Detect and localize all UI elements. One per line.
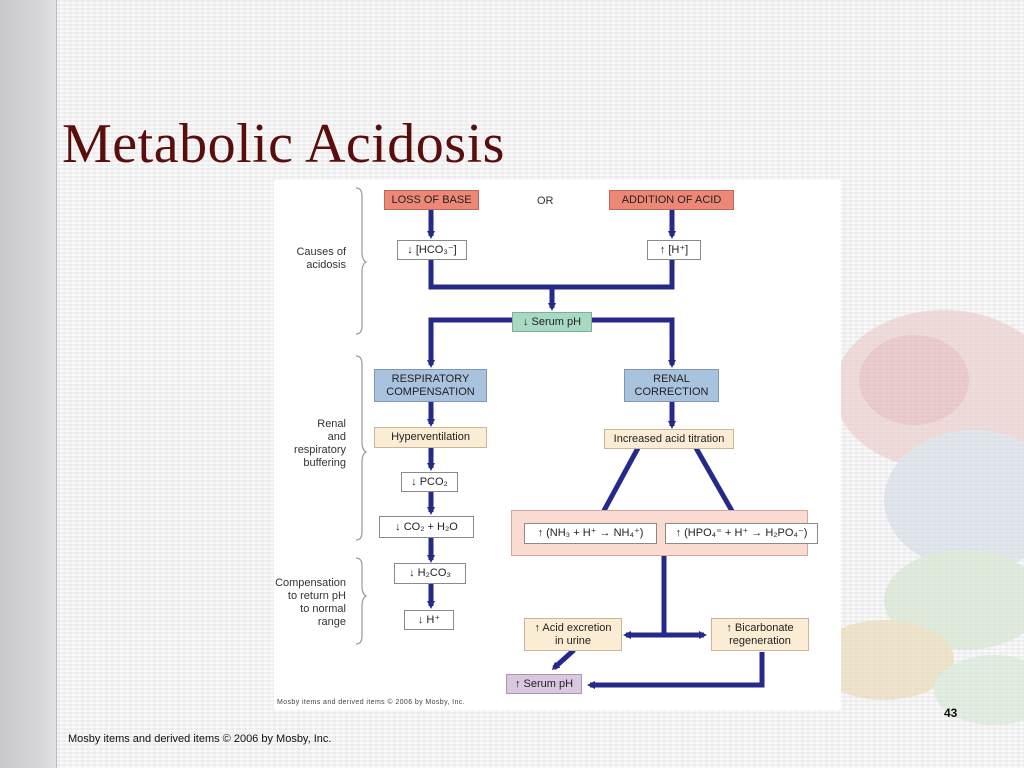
arrow-titration-to-hpo4 (693, 446, 739, 521)
buffering-bracket (355, 355, 368, 541)
increased-acid-titration-box: Increased acid titration (604, 429, 734, 449)
arrow-bicarb-to-serum (587, 652, 765, 689)
arrow-acid-excretion-to-serum (551, 648, 576, 671)
arrow-merge-to-serum (428, 260, 675, 308)
hyperventilation-box: Hyperventilation (374, 427, 487, 448)
decreased-bicarbonate-box: ↓ [HCO₃⁻] (397, 240, 467, 260)
compensation-label: Compensation to return pH to normal rang… (275, 577, 346, 628)
arrow-serum-to-respiratory (427, 317, 512, 368)
respiratory-compensation-box: RESPIRATORY COMPENSATION (374, 369, 487, 402)
arrow-serum-to-renal (592, 317, 676, 368)
flowchart-arrows (355, 187, 765, 689)
or-label: OR (537, 195, 554, 207)
arrow-titration-to-nh3 (597, 446, 641, 521)
acid-excretion-box: ↑ Acid excretion in urine (524, 618, 622, 651)
decreased-carbonic-acid-box: ↓ H₂CO₃ (394, 563, 466, 584)
slide-footer: Mosby items and derived items © 2006 by … (68, 733, 332, 745)
cell-illustration-watermark (824, 310, 1024, 725)
renal-respiratory-buffering-label: Renal and respiratory buffering (294, 418, 346, 469)
figure-credit: Mosby items and derived items © 2006 by … (277, 699, 466, 706)
acidosis-flowchart: OR Causes of acidosis Renal and respirat… (274, 180, 841, 710)
compensation-bracket (355, 557, 368, 645)
addition-of-acid-box: ADDITION OF ACID (609, 190, 734, 210)
decreased-hydrogen-box: ↓ H⁺ (404, 610, 454, 630)
increased-serum-ph-box: ↑ Serum pH (506, 674, 582, 694)
loss-of-base-box: LOSS OF BASE (384, 190, 479, 210)
phosphate-reaction-box: ↑ (HPO₄⁼ + H⁺ → H₂PO₄⁻) (665, 523, 818, 544)
decreased-co2-water-box: ↓ CO₂ + H₂O (379, 516, 474, 538)
causes-of-acidosis-label: Causes of acidosis (296, 246, 346, 271)
decreased-pco2-box: ↓ PCO₂ (401, 472, 458, 492)
renal-correction-box: RENAL CORRECTION (624, 369, 719, 402)
arrow-reactions-to-results (626, 556, 704, 638)
slide-left-bar (0, 0, 57, 768)
bicarbonate-regeneration-box: ↑ Bicarbonate regeneration (711, 618, 809, 651)
ammonium-reaction-box: ↑ (NH₃ + H⁺ → NH₄⁺) (524, 523, 657, 544)
increased-hydrogen-box: ↑ [H⁺] (647, 240, 701, 260)
causes-bracket (355, 187, 368, 335)
slide-number: 43 (944, 706, 958, 720)
slide-title: Metabolic Acidosis (62, 113, 505, 175)
decreased-serum-ph-box: ↓ Serum pH (512, 312, 592, 332)
